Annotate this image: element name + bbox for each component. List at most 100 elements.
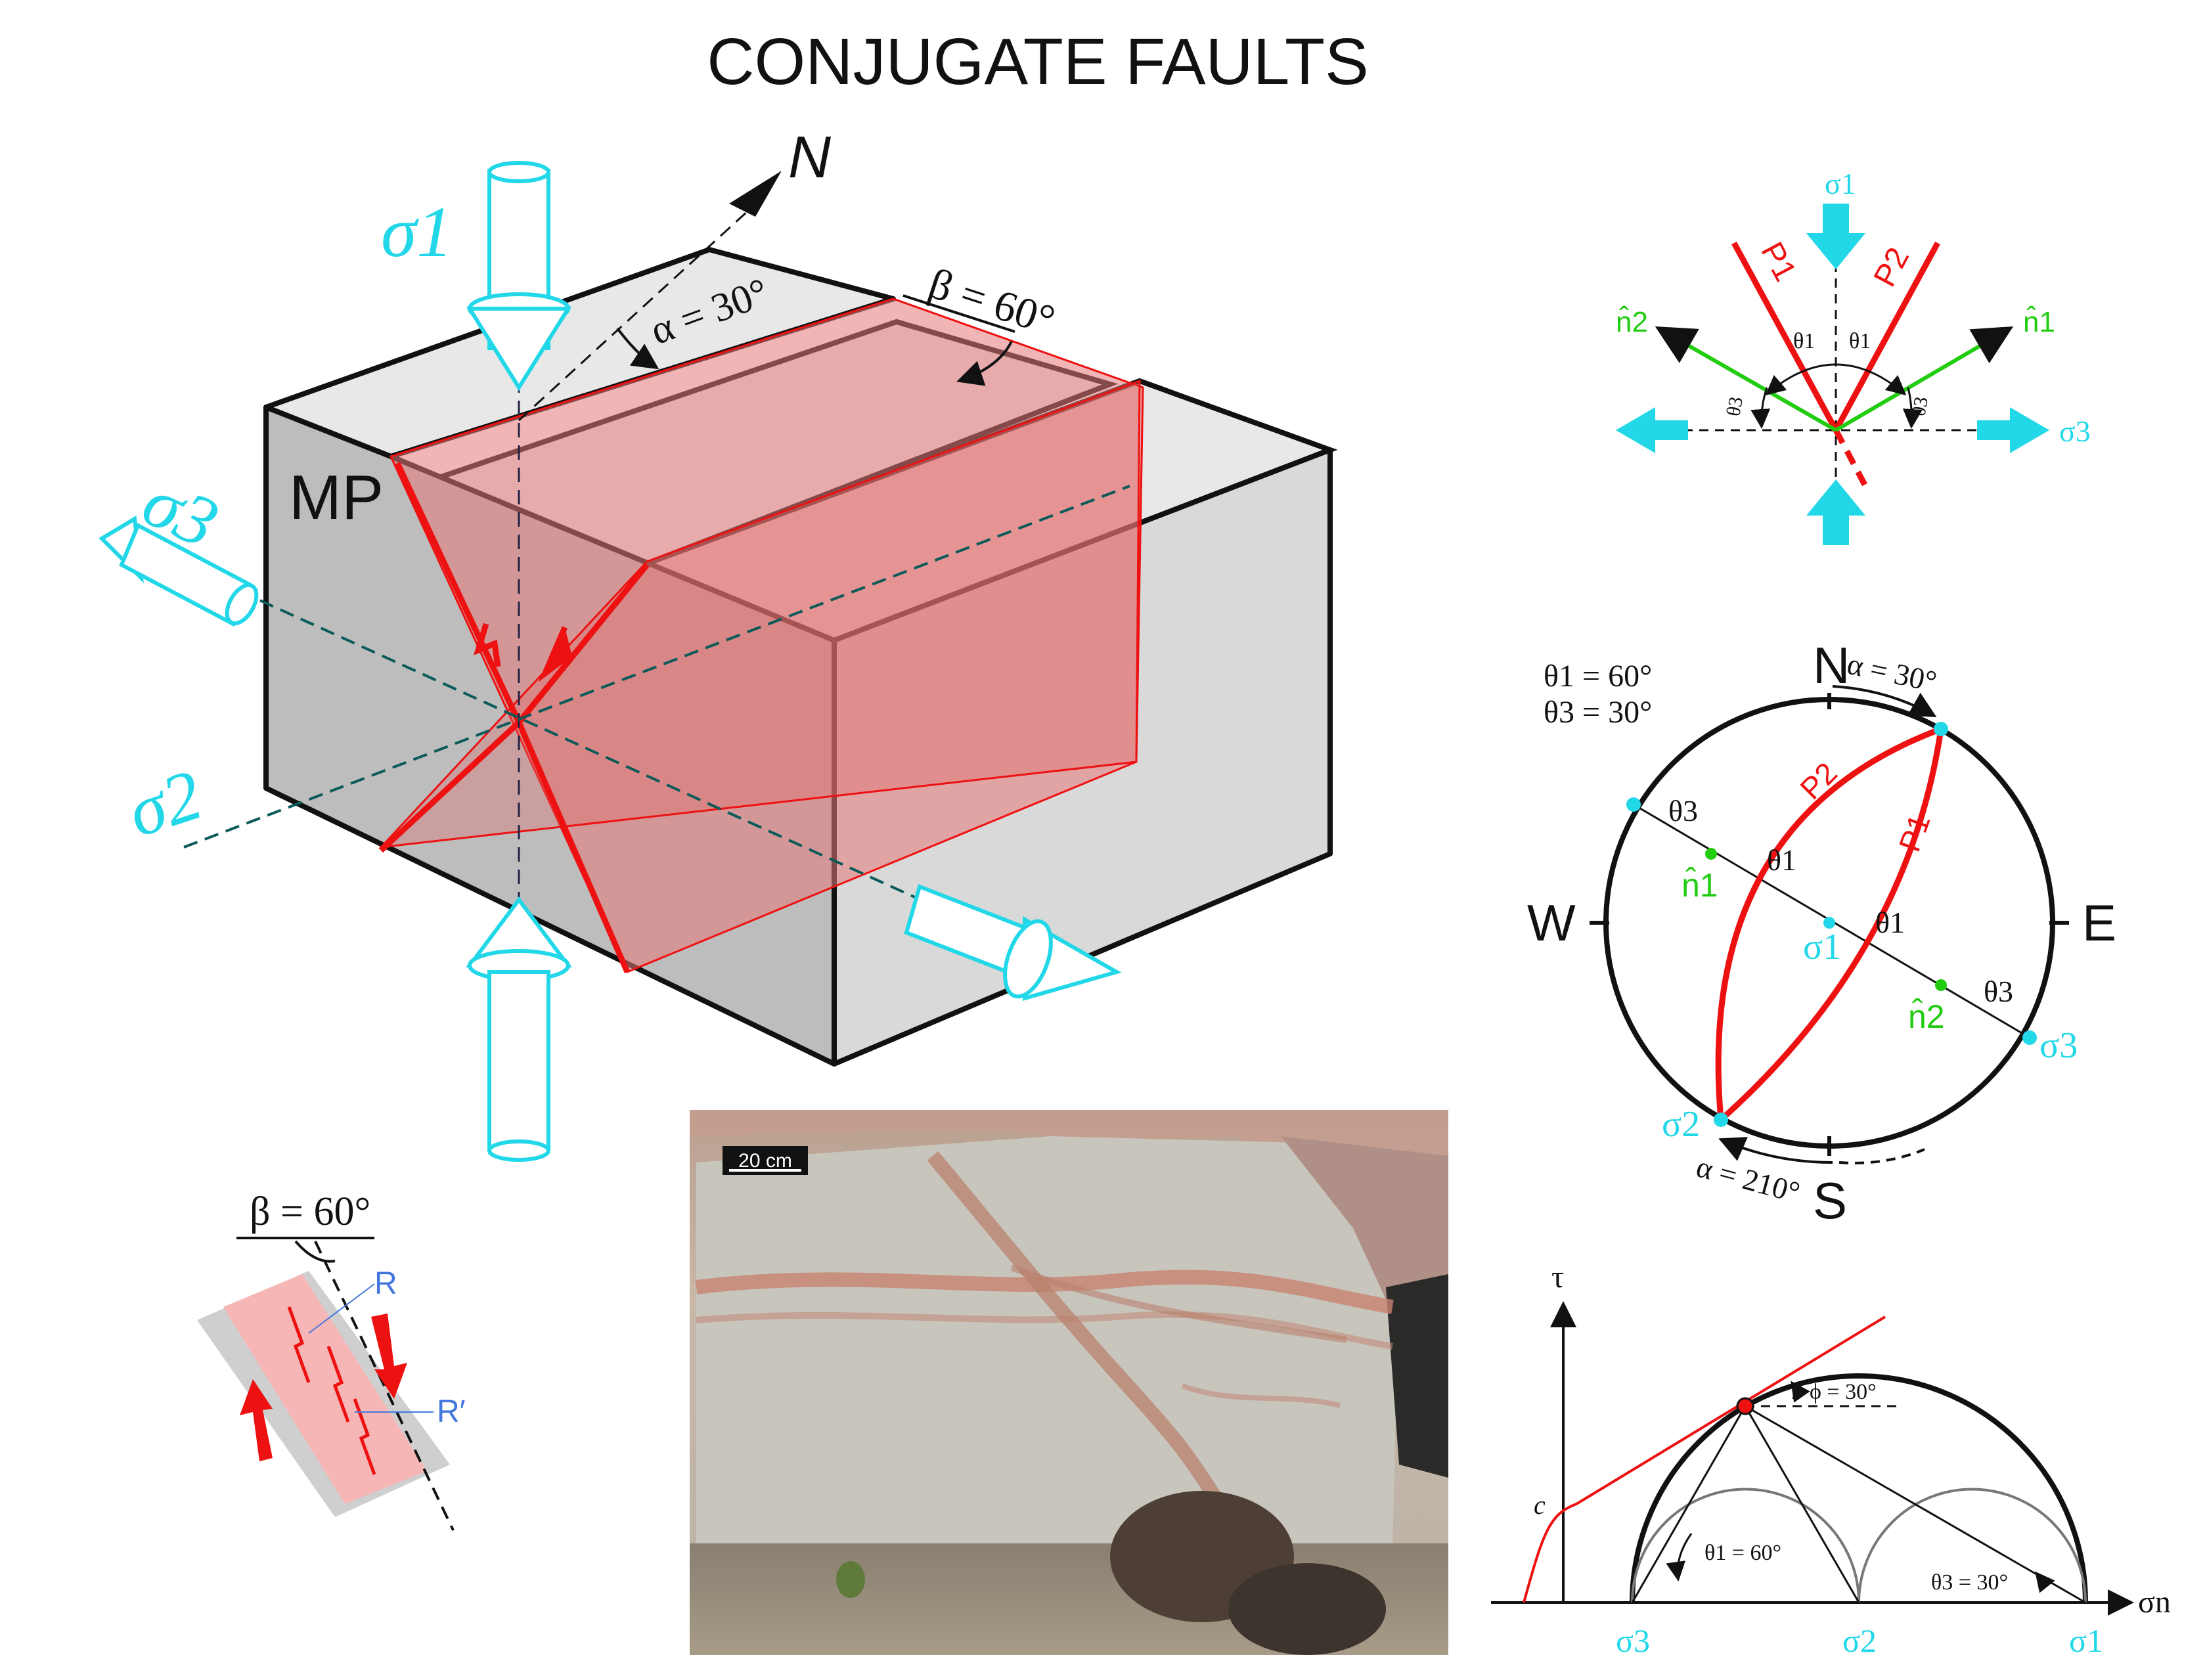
riedel-beta-label: β = 60° [250,1189,370,1234]
failure-point [1736,1397,1754,1415]
stress-cross: σ1 σ3 P1 P2 n̂2 n̂1 θ1 θ1 θ3 θ3 [1616,167,2091,545]
sigma2-mohr-label: σ2 [1842,1622,1877,1659]
riedel-shear-diagram: β = 60° R R′ [197,1189,466,1531]
n2-label-stereonet: n̂2 [1908,998,1945,1035]
p1-label-stereonet: P1 [1892,810,1937,856]
sigma3-left-arrow-icon [1616,407,1688,453]
r-prime-label: R′ [437,1394,466,1429]
sigma3-axis [137,544,1052,960]
stereonet: N S E W θ1 = 60° θ3 = 30° α = 30° α = 21… [1527,636,2116,1229]
page-title: CONJUGATE FAULTS [707,25,1369,99]
theta3-arc-right [1902,387,1923,429]
pole-sigma3 [2022,1030,2037,1045]
theta3-label-left: θ3 [1722,395,1747,418]
alpha-top-arc [1832,685,1937,717]
sigma1-label-cross: σ1 [1825,167,1856,200]
sigma1-bottom-arrow [466,896,572,1162]
cohesion-label: c [1534,1490,1546,1520]
sigma2-axis [183,485,1130,849]
sigma1-label-block: σ1 [381,192,453,272]
theta1-value-label: θ1 = 60° [1544,659,1652,694]
fault-p2-great-circle [1715,726,1942,1120]
p2-label-cross: P2 [1867,242,1916,292]
mp-label: MP [289,462,384,533]
riedel-en-echelon [287,1306,376,1475]
theta1-mohr-label: θ1 = 60° [1704,1541,1781,1565]
mohr-diagram: τ σn c ϕ = 30° θ1 = 60° θ3 = 30° σ3 σ2 σ… [1491,1260,2171,1659]
theta3-value-label: θ3 = 30° [1544,695,1652,730]
sigma3-label-cross: σ3 [2059,414,2091,448]
pole-sigma1 [1823,917,1835,929]
north-arrow-icon [729,171,782,217]
shear-arrow-down [371,1314,407,1399]
theta3-arc-left [1750,387,1771,429]
p2-label-stereonet: P2 [1793,756,1844,807]
n1-label-stereonet: n̂1 [1682,867,1718,904]
north-label: N [788,125,832,190]
r-label: R [374,1266,397,1301]
fault-p2-extension [1833,428,1868,488]
mohr-circle-sigma2-sigma3 [1631,1488,1860,1603]
sigma3-right-arrow-icon [1977,407,2049,453]
sigma1-mohr-label: σ1 [2069,1622,2103,1659]
fault-p1-line [1731,241,1838,432]
alpha-bottom-dash [1838,1148,1925,1164]
stereonet-east-label: E [2082,894,2116,952]
pole-sigma3-west [1626,797,1641,812]
theta1-label-left: θ1 [1793,329,1815,353]
sigma2-label-block: σ2 [118,754,212,852]
stereonet-north-label: N [1813,636,1850,694]
slip-arrow-p2 [538,626,573,682]
fault-plane-p2 [378,379,1141,849]
theta1-label-right: θ1 [1849,329,1871,353]
alpha-top-label: α = 30° [1844,647,1940,698]
theta3-label-right: θ3 [1907,395,1932,418]
beta-reference-line [902,294,1015,333]
sigma1-label-stereonet: σ1 [1803,927,1841,967]
shear-zone-pink [223,1274,427,1504]
stereonet-south-label: S [1813,1172,1847,1229]
sigma-n-label: σn [2138,1585,2171,1620]
theta3-mohr-arc [2035,1571,2055,1593]
shear-arrow-up [240,1379,273,1461]
theta3-mohr-label: θ3 = 30° [1931,1570,2008,1595]
scale-bar-label: 20 cm [738,1150,792,1172]
slip-arrow-p1 [474,623,501,667]
outcrop-photo: 20 cm [690,1110,1448,1655]
phi-arc [1791,1381,1810,1403]
block-diagram: N α = 30° β = 60° MP σ1 σ3 [99,125,1338,1162]
sigma3-left-arrow [99,516,259,627]
theta1-label-stereonet-left: θ1 [1767,843,1796,877]
alpha-arc [616,327,659,370]
theta1-arc [1765,363,1907,395]
tau-label: τ [1551,1260,1564,1294]
north-axis [518,209,750,422]
theta1-label-stereonet-right: θ1 [1875,906,1905,939]
sigma1-top-arrow-icon [1806,204,1865,269]
sigma1-bottom-arrow-icon [1806,479,1865,545]
sigma3-mohr-label: σ3 [1616,1622,1650,1659]
pole-n2 [1935,979,1947,991]
normal-n2-line [1655,326,1837,432]
n1-label-cross: n̂1 [2023,305,2055,338]
n2-label-cross: n̂2 [1616,305,1648,338]
beta-arc [956,341,1013,386]
stereonet-west-label: W [1527,894,1576,952]
alpha-bottom-arc [1718,1137,1833,1164]
pole-n1 [1705,848,1717,860]
pole-sigma2 [1714,1113,1728,1127]
r-leader [308,1283,375,1334]
fault-p1-great-circle [1718,728,1944,1122]
theta1-mohr-arc [1666,1533,1693,1581]
sigma3-label-stereonet: σ3 [2039,1025,2078,1066]
riedel-beta-arc [294,1240,336,1263]
fault-p2-line [1833,241,1940,432]
theta3-label-stereonet-right: θ3 [1984,975,2013,1008]
p1-label-cross: P1 [1754,236,1802,287]
theta3-label-stereonet-left: θ3 [1668,794,1698,828]
failure-envelope [1523,1315,1886,1603]
normal-n1-line [1835,326,2014,432]
intersection-pole [1934,722,1948,736]
mohr-circle-sigma1-sigma2 [1858,1488,2087,1603]
sigma3-right-arrow [904,884,1122,1001]
